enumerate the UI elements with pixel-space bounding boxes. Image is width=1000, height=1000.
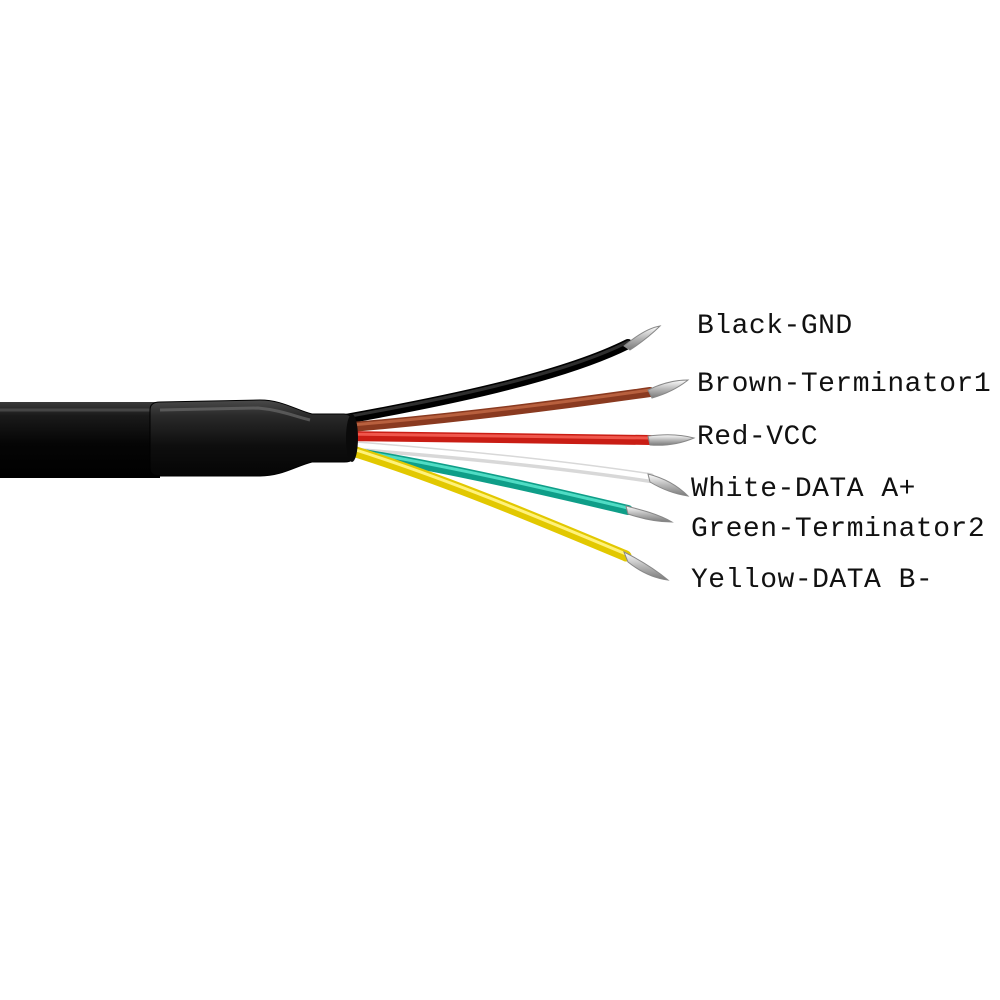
- red-wire: [335, 431, 696, 446]
- cable-jacket: [0, 402, 160, 478]
- wire-labels: Black-GND Brown-Terminator1 Red-VCC Whit…: [691, 311, 991, 596]
- label-brown: Brown-Terminator1: [697, 369, 991, 400]
- label-red: Red-VCC: [697, 422, 818, 453]
- label-green: Green-Terminator2: [691, 514, 985, 545]
- yellow-wire: [350, 446, 670, 581]
- black-wire: [335, 325, 662, 425]
- white-wire: [335, 440, 690, 497]
- label-black: Black-GND: [697, 311, 853, 342]
- label-yellow: Yellow-DATA B-: [691, 565, 933, 596]
- heat-shrink-sleeve: [149, 399, 358, 477]
- wires-group: [335, 325, 696, 581]
- label-white: White-DATA A+: [691, 474, 916, 505]
- brown-wire: [335, 379, 690, 433]
